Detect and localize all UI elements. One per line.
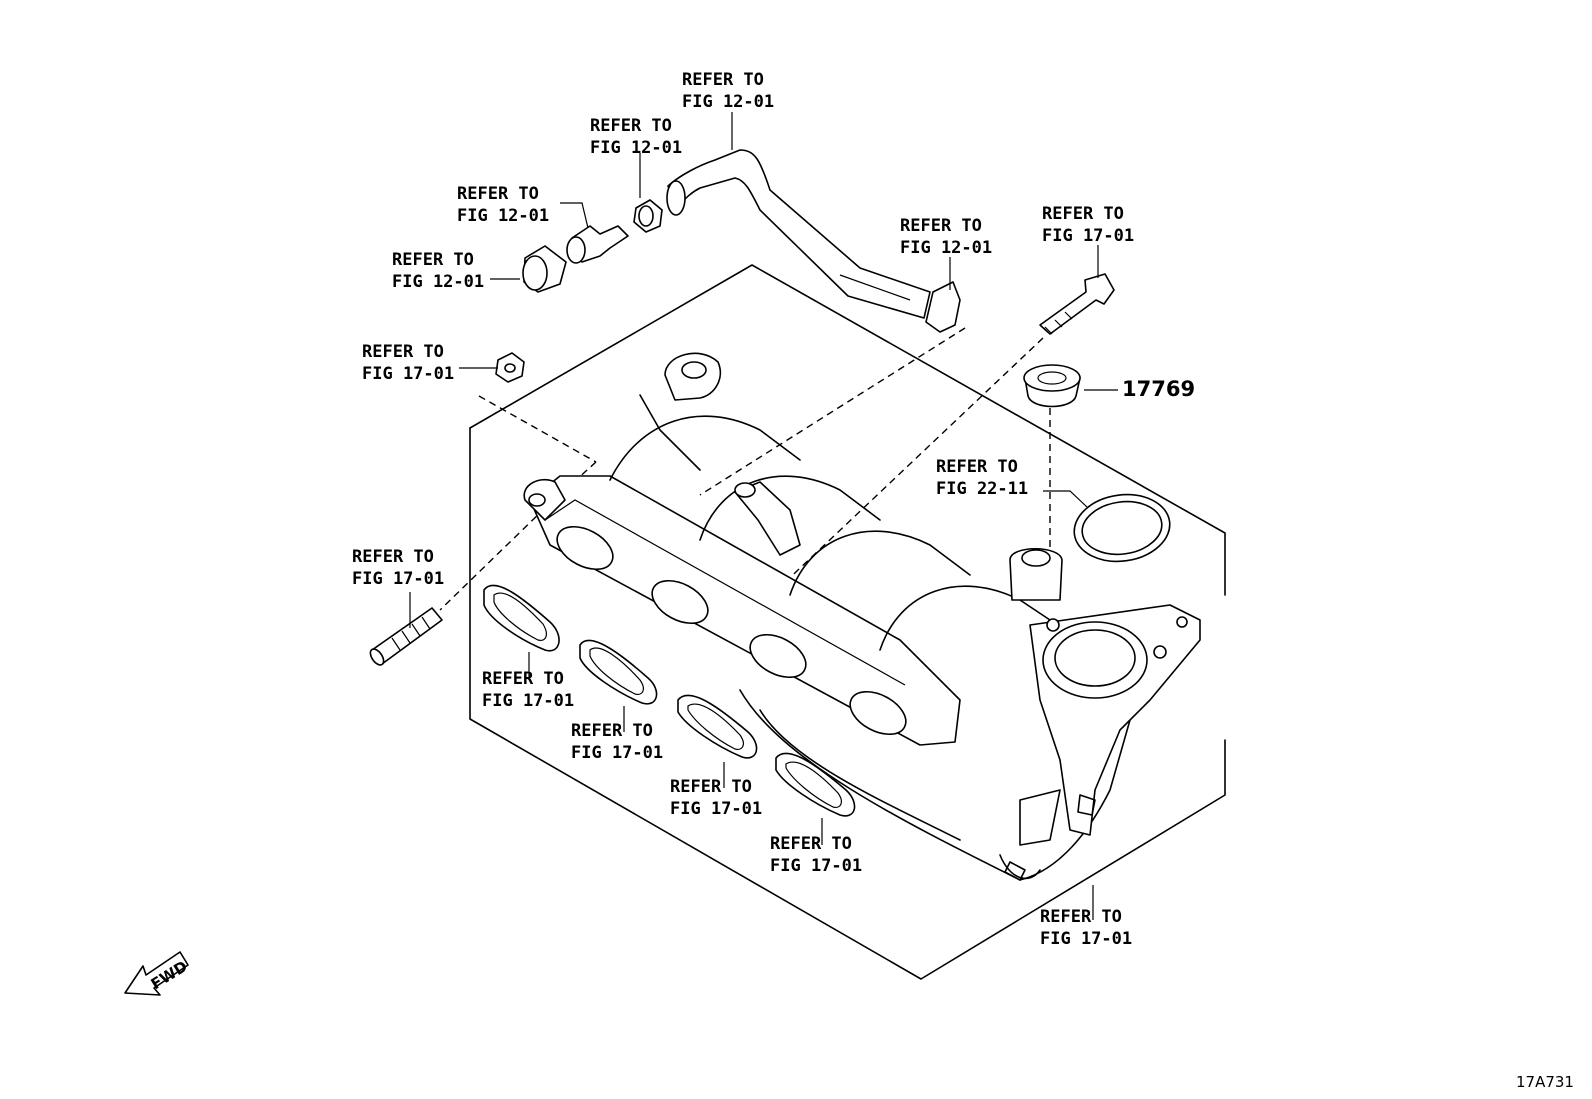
part-17769-cap [1023, 364, 1081, 408]
callout-1-line2: FIG 12-01 [682, 92, 774, 112]
bolt [1039, 273, 1115, 335]
callout-5-line2: FIG 12-01 [900, 238, 992, 258]
o-ring-gasket [1073, 493, 1171, 563]
stud-bolt [369, 607, 443, 666]
callout-7-line1: REFER TO [362, 342, 444, 362]
nut [495, 352, 525, 383]
callout-14-line2: FIG 17-01 [1040, 929, 1132, 949]
pcv-parts [522, 199, 961, 333]
callout-5-line1: REFER TO [900, 216, 982, 236]
callout-8-line2: FIG 22-11 [936, 479, 1028, 499]
callout-12-line1: REFER TO [670, 777, 752, 797]
port-gaskets [483, 584, 856, 817]
callout-2-line1: REFER TO [590, 116, 672, 136]
leader-lines [409, 112, 1118, 920]
callout-11-line1: REFER TO [571, 721, 653, 741]
callout-2-line2: FIG 12-01 [590, 138, 682, 158]
callout-14-line1: REFER TO [1040, 907, 1122, 927]
callouts: REFER TO FIG 12-01 REFER TO FIG 12-01 RE… [352, 70, 1195, 949]
callout-1-line1: REFER TO [682, 70, 764, 90]
callout-8-line1: REFER TO [936, 457, 1018, 477]
callout-9-line2: FIG 17-01 [352, 569, 444, 589]
callout-6-line2: FIG 17-01 [1042, 226, 1134, 246]
callout-11-line2: FIG 17-01 [571, 743, 663, 763]
callout-3-line1: REFER TO [457, 184, 539, 204]
part-number-17769: 17769 [1122, 377, 1195, 401]
dashed-lines [439, 327, 1051, 611]
callout-10-line1: REFER TO [482, 669, 564, 689]
callout-7-line2: FIG 17-01 [362, 364, 454, 384]
callout-9-line1: REFER TO [352, 547, 434, 567]
assembly-boundary [469, 264, 1226, 596]
assembly-boundary-lower [469, 427, 1226, 980]
callout-13-line2: FIG 17-01 [770, 856, 862, 876]
callout-12-line2: FIG 17-01 [670, 799, 762, 819]
breather-hose [666, 149, 931, 319]
callout-10-line2: FIG 17-01 [482, 691, 574, 711]
figure-code: 17A731 [1516, 1073, 1574, 1091]
callout-4-line2: FIG 12-01 [392, 272, 484, 292]
callout-4-line1: REFER TO [392, 250, 474, 270]
callout-13-line1: REFER TO [770, 834, 852, 854]
callout-6-line1: REFER TO [1042, 204, 1124, 224]
fwd-arrow-icon: FWD [124, 951, 191, 996]
callout-3-line2: FIG 12-01 [457, 206, 549, 226]
intake-manifold [523, 352, 1201, 881]
